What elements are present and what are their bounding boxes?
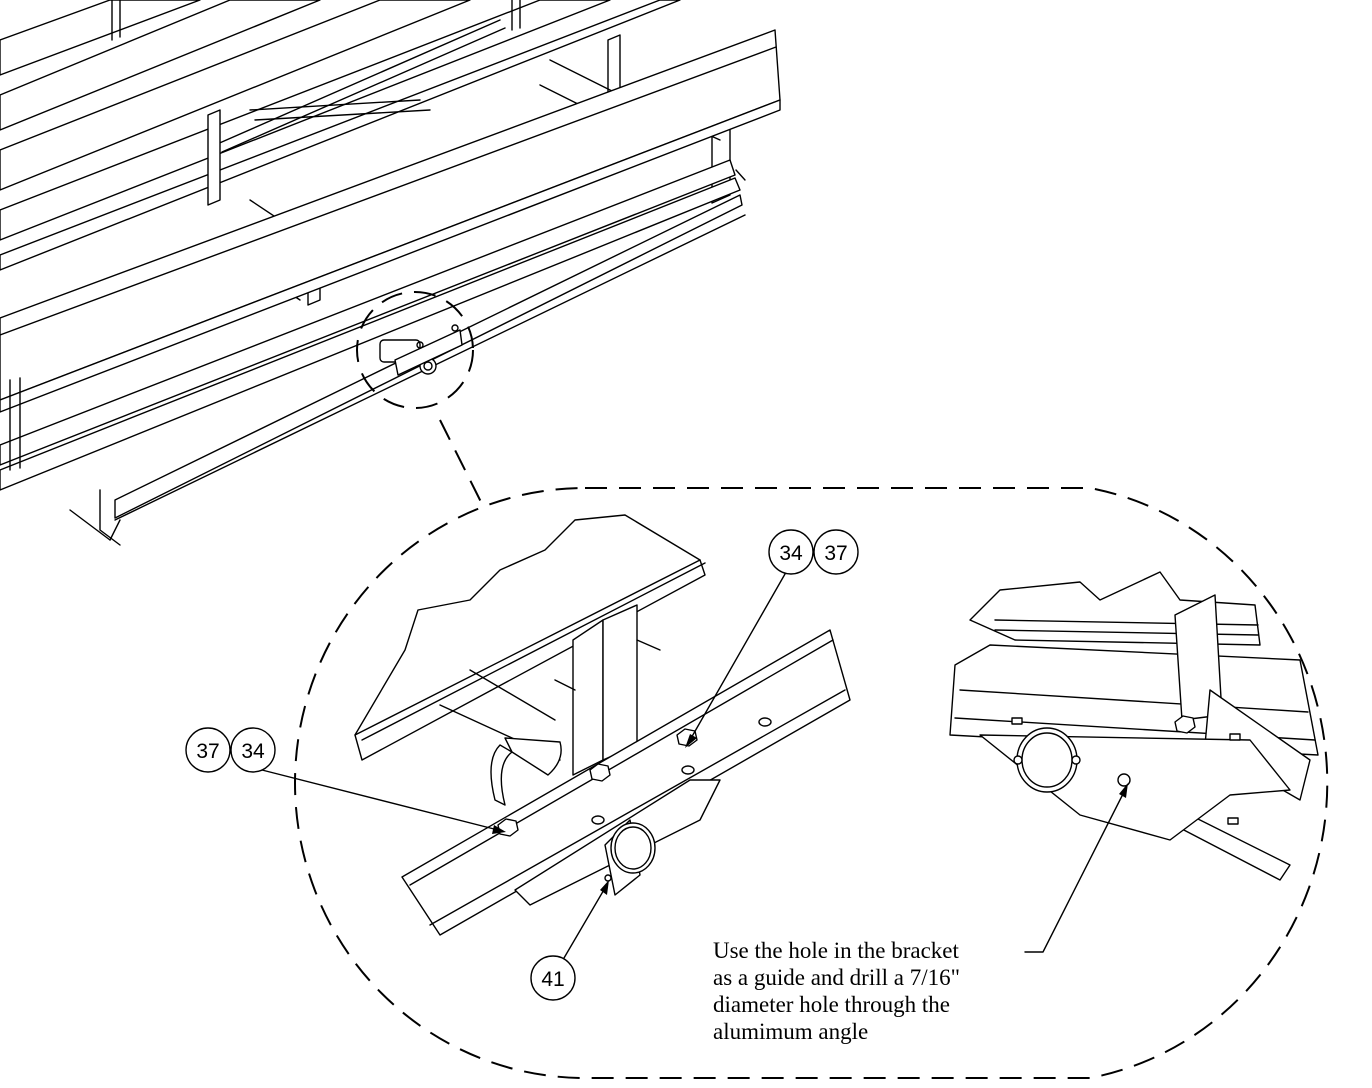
deck-boards (0, 0, 681, 271)
callout-34-left: 34 (241, 740, 265, 763)
front-rail (0, 29, 781, 546)
drill-note: Use the hole in the bracket as a guide a… (713, 783, 1128, 1044)
note-line-2: as a guide and drill a 7/16" (713, 965, 960, 990)
detail-view-right (949, 571, 1319, 881)
pipe-sleeve-right (1013, 727, 1081, 793)
pipe-clamp (490, 737, 562, 806)
pipe-sleeve (604, 819, 656, 896)
detail-leader (439, 419, 486, 511)
frame-assembly-view (0, 0, 781, 546)
callout-41-label: 41 (541, 968, 564, 991)
callout-37-left: 37 (196, 740, 219, 763)
callout-37-right: 37 (824, 542, 847, 565)
aluminum-angle (401, 629, 851, 936)
note-line-3: diameter hole through the (713, 992, 950, 1017)
note-line-4: alumimum angle (713, 1019, 868, 1044)
detail-circle (356, 291, 474, 409)
callout-37-34-left: 37 34 (185, 727, 506, 834)
callout-41: 41 (530, 880, 609, 1001)
callout-34-37-right: 34 37 (685, 529, 859, 748)
bracket-detail-small (379, 324, 463, 376)
drill-hole (1117, 773, 1131, 787)
note-line-1: Use the hole in the bracket (713, 938, 959, 963)
detail-outline (294, 487, 1329, 1079)
detail-view-left (354, 514, 851, 936)
callout-34-right: 34 (779, 542, 803, 565)
